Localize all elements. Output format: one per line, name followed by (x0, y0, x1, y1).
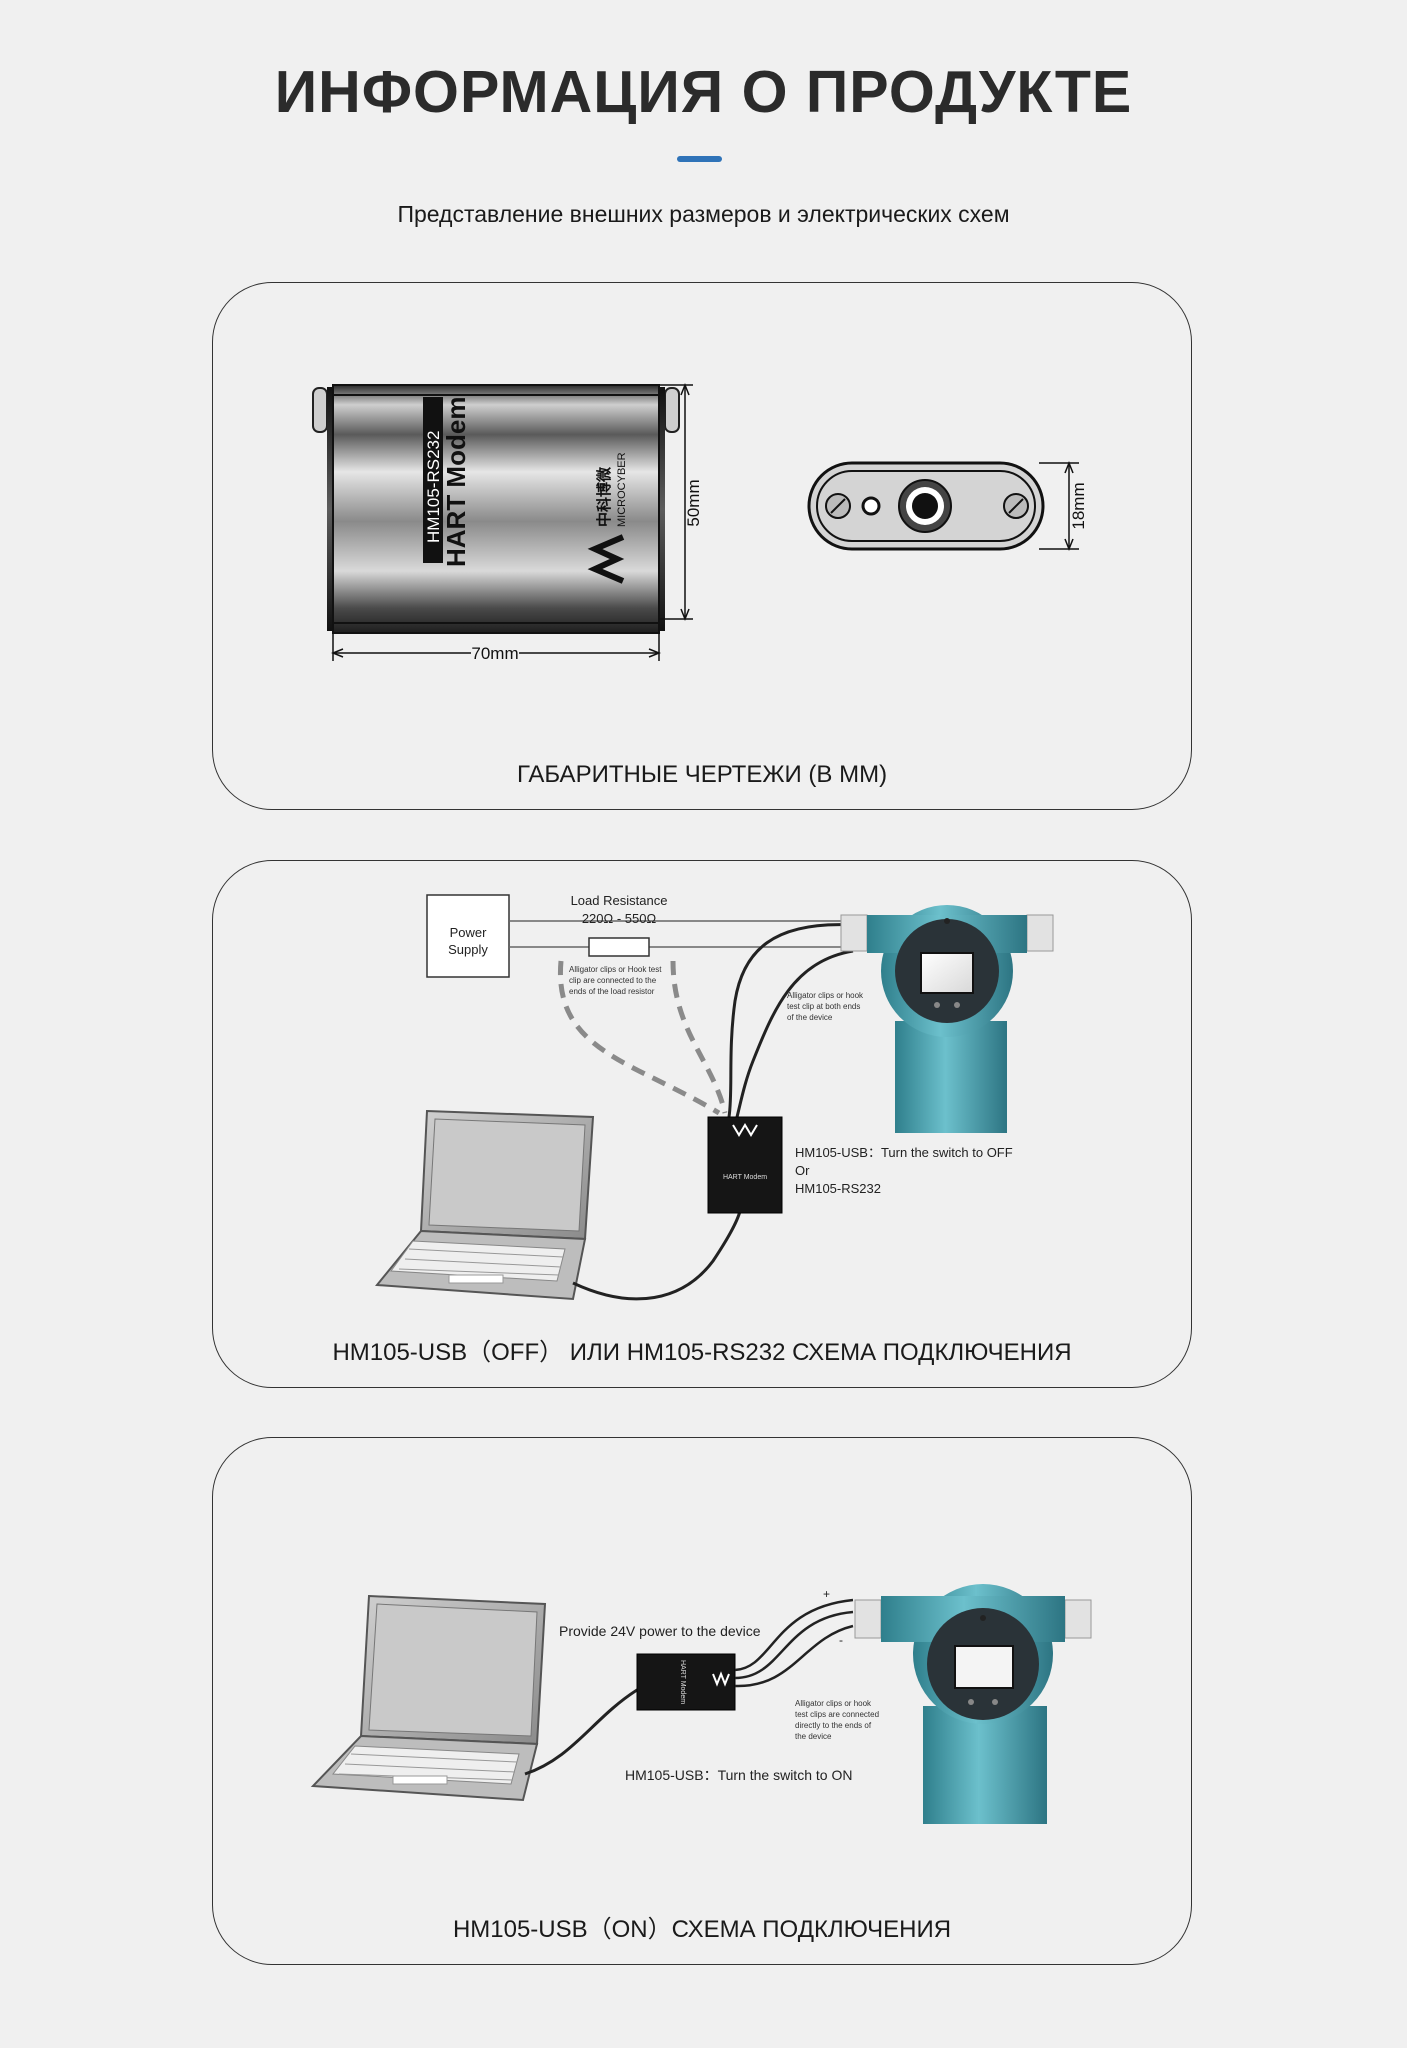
modem-note-off: HM105-USB：Turn the switch to OFF (795, 1145, 1013, 1160)
svg-text:MICROCYBER: MICROCYBER (616, 452, 628, 527)
title-accent-bar (677, 156, 722, 162)
pressure-transmitter (854, 1584, 1092, 1824)
end-dimension-lines (1039, 460, 1079, 552)
hart-modem-device: HART Modem (707, 1116, 783, 1214)
device-model-label: HM105-RS232 (424, 431, 443, 543)
load-resistance-title: Load Resistance (571, 893, 668, 908)
power-note: Provide 24V power to the device (559, 1623, 761, 1639)
device-name-label: HART Modem (441, 397, 471, 567)
dimension-drawing-svg: HM105-RS232 HART Modem 中科博微 MICROCYBER (312, 382, 1088, 663)
modem-note-or: Or (795, 1163, 810, 1178)
clip-note-resistor: Alligator clips or Hook test clip are co… (569, 965, 664, 996)
dimension-depth-label: 18mm (1069, 482, 1088, 529)
clip-note-device: Alligator clips or hook test clips are c… (795, 1699, 881, 1741)
svg-text:中科博微: 中科博微 (595, 466, 613, 527)
pressure-transmitter (840, 905, 1054, 1133)
modem-front-view: HM105-RS232 HART Modem 中科博微 MICROCYBER (312, 384, 680, 634)
modem-note-rs232: HM105-RS232 (795, 1181, 881, 1196)
wiring-on-caption: HM105-USB（ON）СХЕМА ПОДКЛЮЧЕНИЯ (452, 1916, 952, 1943)
usb-cable (572, 1200, 743, 1301)
svg-text:Power: Power (450, 925, 488, 940)
svg-text:Supply: Supply (448, 942, 488, 957)
load-resistance-value: 220Ω - 550Ω (582, 911, 657, 926)
wiring-on-card: HART Modem Provide 24V power to the devi… (212, 1437, 1192, 1965)
dimension-card-caption: ГАБАРИТНЫЕ ЧЕРТЕЖИ (В ММ) (516, 761, 888, 788)
device-wires (727, 923, 854, 1118)
power-supply-box: Power Supply (426, 894, 510, 978)
svg-text:+: + (823, 1587, 830, 1601)
load-resistor (588, 937, 650, 957)
page-subtitle: Представление внешних размеров и электри… (397, 201, 1010, 227)
svg-text:HART Modem: HART Modem (679, 1660, 686, 1704)
dimension-drawing-card: HM105-RS232 HART Modem 中科博微 MICROCYBER (212, 282, 1192, 810)
brand-logo: 中科博微 MICROCYBER (587, 452, 628, 584)
dimension-width-label: 70mm (471, 644, 518, 663)
page-title: ИНФОРМАЦИЯ О ПРОДУКТЕ (274, 59, 1133, 125)
wiring-on-svg: HART Modem Provide 24V power to the devi… (310, 1584, 1092, 1824)
switch-on-note: HM105-USB：Turn the switch to ON (625, 1767, 852, 1783)
svg-text:HART Modem: HART Modem (723, 1174, 767, 1181)
svg-text:-: - (839, 1633, 843, 1647)
wiring-off-svg: Power Supply Load Resistance 220Ω - 550Ω… (375, 893, 1054, 1301)
wiring-off-card: Power Supply Load Resistance 220Ω - 550Ω… (212, 860, 1192, 1388)
laptop (375, 1109, 595, 1301)
hart-modem-device: HART Modem (636, 1653, 736, 1711)
wiring-off-caption: HM105-USB（OFF） ИЛИ HM105-RS232 СХЕМА ПОД… (332, 1339, 1072, 1366)
front-dimension-lines (330, 382, 693, 661)
dimension-height-label: 50mm (684, 479, 703, 526)
clip-note-device: Alligator clips or hook test clip at bot… (787, 991, 865, 1022)
loop-wires (509, 920, 853, 948)
modem-end-view (807, 461, 1045, 551)
clip-leads-dashed (557, 960, 728, 1116)
device-wires (734, 1598, 854, 1688)
laptop (310, 1594, 547, 1802)
